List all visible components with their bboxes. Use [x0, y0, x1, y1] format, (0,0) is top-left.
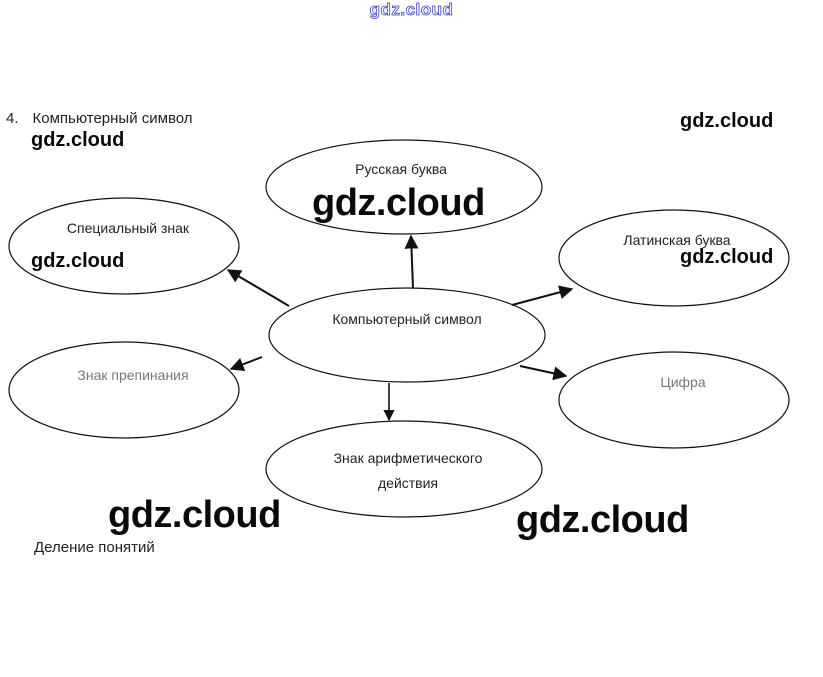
label-punctuation: Знак препинания: [77, 367, 188, 383]
node-arithmetic: [265, 420, 543, 518]
watermark: gdz.cloud: [31, 129, 125, 151]
arrow-to-digit: [519, 365, 568, 381]
node-center: [268, 287, 546, 383]
label-digit: Цифра: [660, 374, 705, 390]
task-heading: 4. Компьютерный символ: [6, 110, 193, 127]
label-latin-letter: Латинская буква: [623, 232, 730, 248]
label-center: Компьютерный символ: [332, 311, 481, 327]
watermark: gdz.cloud: [516, 499, 689, 541]
watermark: gdz.cloud: [108, 494, 281, 536]
node-digit: [558, 351, 790, 449]
watermark: gdz.cloud: [312, 182, 485, 224]
arrow-to-latin-letter: [511, 285, 574, 306]
node-special-sign: [8, 197, 240, 295]
watermark: gdz.cloud: [680, 246, 774, 268]
watermark: gdz.cloud: [31, 250, 125, 272]
task-number: 4.: [6, 110, 19, 127]
node-latin-letter: [558, 209, 790, 307]
caption: Деление понятий: [34, 539, 155, 556]
label-russian-letter: Русская буква: [355, 161, 447, 177]
arrow-to-russian-letter: [404, 234, 419, 289]
task-title: Компьютерный символ: [32, 110, 193, 127]
arrow-to-special-sign: [226, 269, 290, 307]
header-watermark: gdz.cloud: [369, 0, 454, 19]
arrow-to-punctuation: [229, 356, 263, 371]
label-arithmetic-line2: действия: [378, 475, 438, 491]
label-special-sign: Специальный знак: [67, 220, 190, 236]
node-russian-letter: [265, 139, 543, 235]
label-arithmetic-line1: Знак арифметического: [334, 450, 483, 466]
watermark: gdz.cloud: [680, 110, 774, 132]
node-punctuation: [8, 341, 240, 439]
